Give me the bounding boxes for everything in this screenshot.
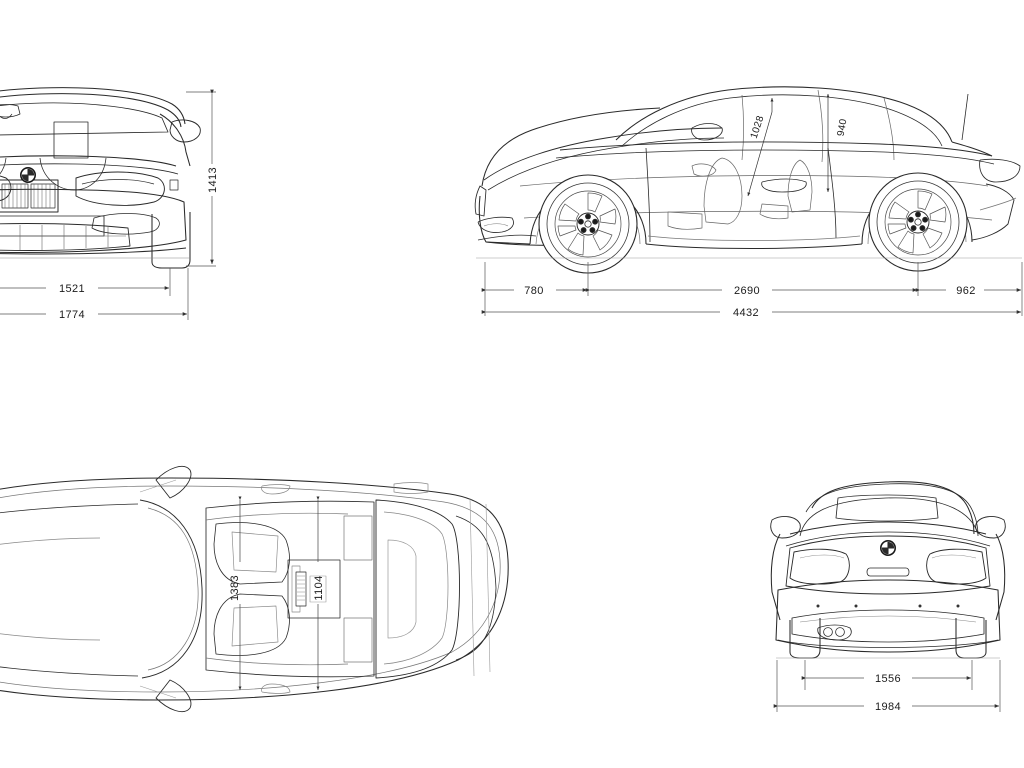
rear-view: 1556 1984 bbox=[770, 481, 1006, 713]
rear-width-mirrors-label: 1984 bbox=[875, 701, 901, 713]
front-overhang-label: 780 bbox=[524, 285, 544, 297]
top-view: 1383 1104 bbox=[0, 466, 509, 712]
rear-track-label: 1556 bbox=[875, 673, 901, 685]
rear-view-dimensions: 1556 1984 bbox=[773, 660, 1001, 713]
front-shoulder-label: 1383 bbox=[229, 575, 241, 601]
rear-headroom-label: 940 bbox=[836, 118, 850, 137]
side-view-dimensions: 780 2690 962 4432 bbox=[481, 262, 1023, 319]
front-view: 1413 1521 1774 bbox=[0, 87, 219, 321]
front-width-label: 1774 bbox=[59, 309, 85, 321]
front-track-label: 1521 bbox=[59, 283, 85, 295]
front-height-label: 1413 bbox=[207, 167, 219, 193]
top-view-dimensions: 1383 1104 bbox=[229, 496, 325, 691]
rear-shoulder-label: 1104 bbox=[313, 575, 325, 600]
wheelbase-label: 2690 bbox=[734, 285, 760, 297]
rear-overhang-label: 962 bbox=[956, 285, 976, 297]
front-view-dimensions: 1413 1521 1774 bbox=[0, 89, 219, 321]
overall-length-label: 4432 bbox=[733, 307, 759, 319]
